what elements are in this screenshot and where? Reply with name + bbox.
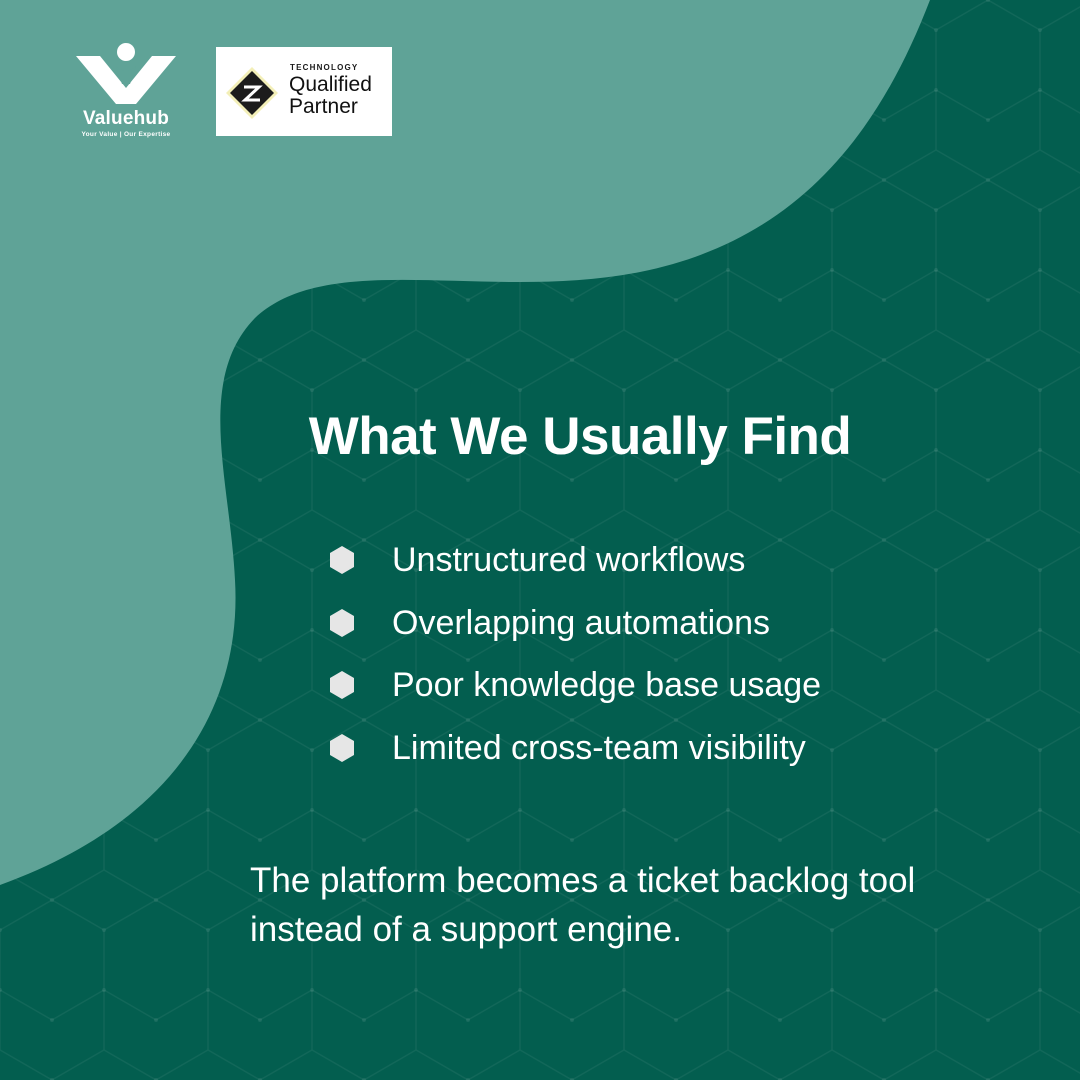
list-item: Limited cross-team visibility — [328, 725, 928, 788]
partner-badge-subtitle: Partner — [289, 95, 358, 118]
conclusion-text: The platform becomes a ticket backlog to… — [250, 861, 916, 949]
list-item: Poor knowledge base usage — [328, 662, 928, 725]
hexagon-bullet-icon — [330, 546, 354, 574]
valuehub-v-person-icon — [76, 43, 176, 104]
hexagon-bullet-icon — [330, 671, 354, 699]
zendesk-diamond-icon — [226, 67, 278, 119]
list-item: Overlapping automations — [328, 600, 928, 663]
hexagon-bullet-icon — [330, 733, 354, 762]
partner-badge-label: TECHNOLOGY — [290, 63, 359, 72]
valuehub-logo: Valuehub Your Value | Our Expertise — [70, 42, 182, 142]
brand-tagline: Your Value | Our Expertise — [81, 131, 171, 138]
list-item-text: Poor knowledge base usage — [392, 666, 822, 704]
partner-badge-title: Qualified — [289, 73, 372, 96]
bullet-list: Unstructured workflows Overlapping autom… — [328, 537, 928, 787]
list-item-text: Limited cross-team visibility — [392, 728, 806, 767]
list-item: Unstructured workflows — [328, 537, 928, 600]
list-item-text: Overlapping automations — [392, 603, 771, 642]
light-background-shape — [0, 0, 930, 885]
list-item-text: Unstructured workflows — [392, 541, 746, 579]
headline: What We Usually Find — [308, 407, 852, 466]
brand-name: Valuehub — [82, 108, 170, 129]
partner-badge: TECHNOLOGY Qualified Partner — [216, 47, 392, 136]
hexagon-bullet-icon — [330, 608, 354, 637]
